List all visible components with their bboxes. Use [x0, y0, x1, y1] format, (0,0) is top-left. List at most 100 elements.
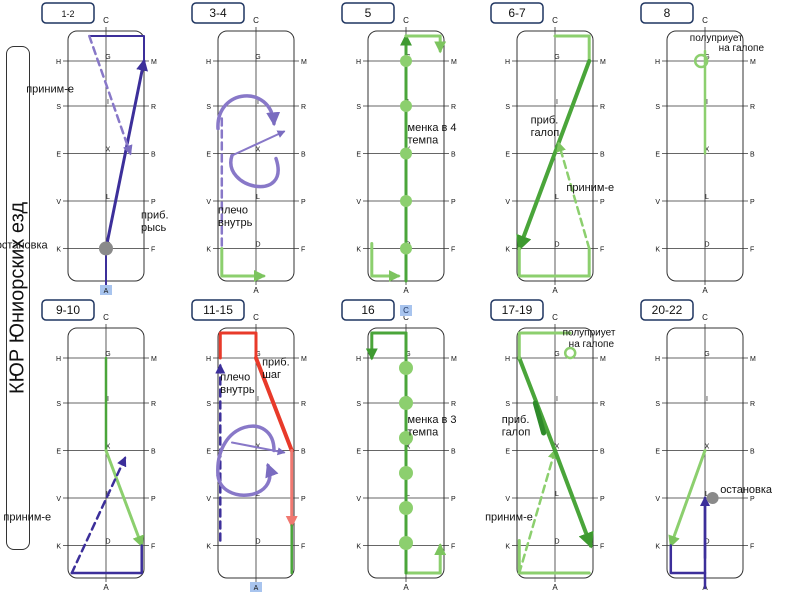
- letter-top: C: [702, 16, 708, 25]
- pirouette-circle: [693, 53, 709, 69]
- entry-badge-letter: A: [104, 288, 109, 295]
- letter-center: D: [105, 539, 110, 546]
- letter-right: F: [301, 247, 305, 254]
- letter-center: I: [556, 396, 558, 403]
- figure-number: 11-15: [203, 303, 233, 317]
- letter-center: L: [256, 194, 260, 201]
- letter-right: M: [750, 59, 756, 66]
- letter-left: H: [56, 356, 61, 363]
- annotation-pirouette-2: на галопе: [719, 43, 765, 54]
- path-volte-cross: [231, 441, 286, 456]
- letter-center: D: [704, 242, 709, 249]
- change-dot: [399, 361, 413, 375]
- annotation-collected-walk: приб.: [262, 357, 290, 369]
- change-dot: [400, 55, 412, 67]
- letter-center: D: [704, 539, 709, 546]
- letter-left: H: [356, 59, 361, 66]
- path-track: [220, 247, 267, 282]
- top-badge: C: [400, 305, 412, 316]
- letter-right: F: [451, 544, 455, 551]
- letter-left: K: [655, 544, 660, 551]
- letter-left: E: [655, 449, 660, 456]
- figure-badge: [191, 2, 245, 24]
- figure-badge: [41, 299, 95, 321]
- arena-7: HMGSRIEBXVPLKFDCA11-15: [191, 299, 307, 592]
- letter-center: L: [406, 491, 410, 498]
- letter-right: B: [451, 152, 456, 159]
- annotation-leg-yield: приним-е: [26, 83, 74, 95]
- letter-left: E: [356, 449, 361, 456]
- letter-left: S: [505, 401, 510, 408]
- letter-right: R: [600, 104, 605, 111]
- letter-bottom: A: [403, 286, 409, 295]
- letter-right: P: [151, 199, 156, 206]
- letter-bottom: A: [403, 583, 409, 592]
- annotation-changes-2: темпа: [408, 135, 440, 147]
- letter-left: E: [56, 449, 61, 456]
- letter-left: H: [206, 356, 211, 363]
- path-turn: [365, 331, 408, 361]
- letter-right: R: [451, 401, 456, 408]
- letter-center: I: [107, 396, 109, 403]
- path-track-top: [218, 331, 258, 360]
- letter-center: G: [405, 351, 410, 358]
- letter-center: D: [255, 242, 260, 249]
- letter-left: K: [206, 247, 211, 254]
- letter-right: F: [600, 247, 604, 254]
- letter-right: P: [301, 199, 306, 206]
- path-diagonal: [516, 59, 592, 252]
- letter-right: M: [600, 59, 606, 66]
- letter-left: K: [56, 544, 61, 551]
- path-turn: [404, 34, 447, 54]
- annotation-collected-canter-2: галоп: [531, 127, 560, 139]
- letter-center: L: [555, 194, 559, 201]
- letter-right: R: [151, 104, 156, 111]
- letter-center: X: [406, 444, 411, 451]
- letter-left: S: [56, 104, 61, 111]
- figure-badge: [640, 299, 694, 321]
- letter-right: R: [301, 104, 306, 111]
- letter-center: X: [705, 147, 710, 154]
- letter-left: S: [356, 104, 361, 111]
- letter-right: F: [451, 247, 455, 254]
- figure-badge: [341, 299, 395, 321]
- letter-center: G: [255, 54, 260, 61]
- letter-left: E: [206, 152, 211, 159]
- letter-right: M: [151, 59, 157, 66]
- halt-dot: [706, 492, 719, 504]
- figure-number: 1-2: [61, 9, 74, 19]
- change-dot: [399, 501, 413, 515]
- letter-center: G: [554, 351, 559, 358]
- change-dot: [399, 396, 413, 410]
- letter-left: K: [505, 247, 510, 254]
- annotation-halt: остановка: [720, 484, 773, 496]
- letter-center: X: [705, 444, 710, 451]
- path-track-bottom: [517, 247, 591, 278]
- letter-right: B: [151, 449, 156, 456]
- letter-top: C: [552, 313, 558, 322]
- figure-number: 9-10: [56, 303, 80, 317]
- letter-left: V: [356, 496, 361, 503]
- letter-right: R: [301, 401, 306, 408]
- letter-bottom: A: [103, 583, 109, 592]
- pirouette-circle: [563, 346, 577, 360]
- letter-right: P: [750, 199, 755, 206]
- letter-right: R: [151, 401, 156, 408]
- path-diagonal-lower: [553, 448, 594, 549]
- top-badge-box: [400, 305, 412, 316]
- letter-left: E: [356, 152, 361, 159]
- letter-left: H: [655, 59, 660, 66]
- letter-center: L: [705, 194, 709, 201]
- letter-center: D: [554, 242, 559, 249]
- letter-center: I: [556, 99, 558, 106]
- letter-left: K: [356, 544, 361, 551]
- letter-center: G: [554, 54, 559, 61]
- path-leg-yield: [518, 448, 558, 575]
- path-track-top: [517, 331, 572, 360]
- letter-left: H: [655, 356, 660, 363]
- letter-center: L: [256, 491, 260, 498]
